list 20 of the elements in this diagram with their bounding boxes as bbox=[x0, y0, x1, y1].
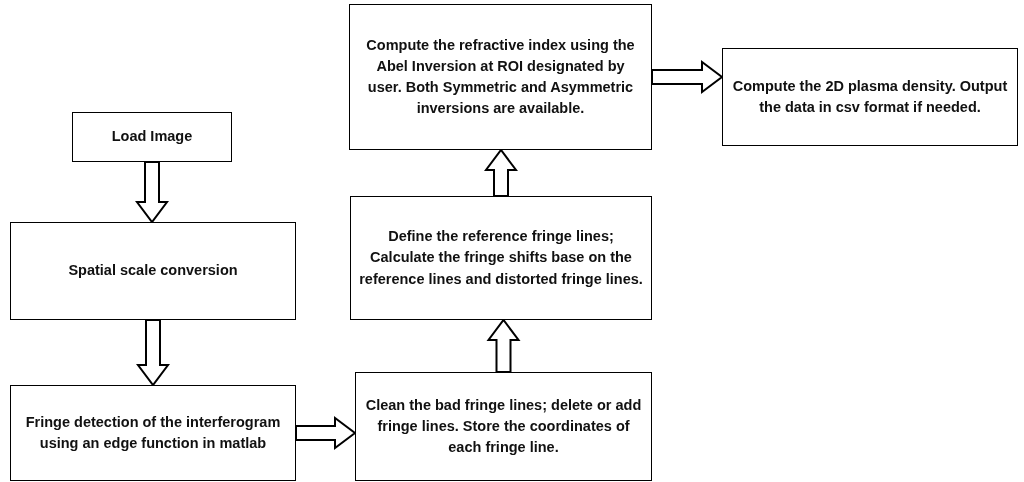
process-box bbox=[349, 4, 652, 150]
step-text: Compute the refractive index using the Abel Inversion at ROI designated by user. Both Symmetric and Asymmetric inversions are available. bbox=[365, 35, 636, 118]
process-box bbox=[10, 385, 296, 481]
process-box bbox=[355, 372, 652, 481]
step-text: Fringe detection of the interferogram using an edge function in matlab bbox=[24, 413, 282, 453]
step-text: Define the reference fringe lines; Calculate the fringe shifts base on the reference lines and distorted fringe lines. bbox=[359, 227, 643, 289]
process-box bbox=[10, 222, 296, 320]
block-arrow bbox=[295, 416, 357, 450]
block-arrow bbox=[135, 161, 169, 224]
process-box bbox=[72, 112, 232, 162]
block-arrow bbox=[651, 60, 724, 94]
step-text: Load Image bbox=[111, 127, 193, 147]
process-box bbox=[350, 196, 652, 320]
step-text: Clean the bad fringe lines; delete or add fringe lines. Store the coordinates of each fringe line. bbox=[364, 395, 643, 457]
process-box bbox=[722, 48, 1018, 146]
block-arrow bbox=[486, 318, 521, 373]
block-arrow bbox=[484, 148, 518, 197]
block-arrow bbox=[136, 319, 170, 387]
step-text: Spatial scale conversion bbox=[68, 261, 238, 281]
step-text: Compute the 2D plasma density. Output the data in csv format if needed. bbox=[731, 77, 1009, 117]
